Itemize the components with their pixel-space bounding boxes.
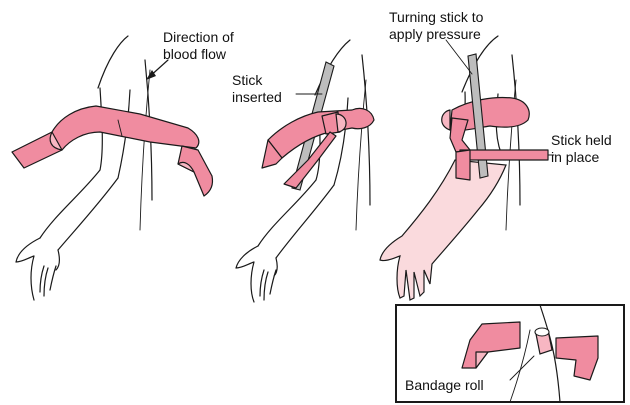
label-stick-inserted: Stick inserted	[232, 72, 282, 106]
tourniquet-band	[12, 106, 199, 168]
tinted-arm	[380, 160, 506, 300]
label-turning-stick: Turning stick to apply pressure	[389, 9, 483, 43]
label-bandage-roll: Bandage roll	[405, 377, 484, 394]
panel-3-stick-turned	[380, 36, 554, 300]
label-blood-flow: Direction of blood flow	[163, 29, 234, 63]
label-stick-held: Stick held in place	[551, 132, 612, 166]
panel-1-band-applied	[12, 36, 213, 300]
holding-strip	[460, 150, 548, 160]
